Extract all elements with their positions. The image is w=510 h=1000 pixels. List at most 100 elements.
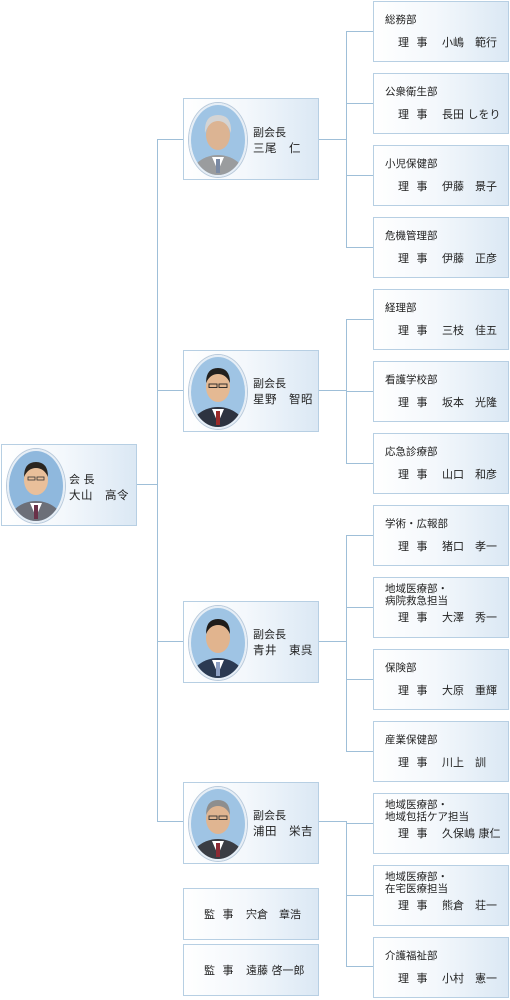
member-title: 理 事 [398, 324, 430, 337]
connector-dept [346, 247, 374, 248]
member-name: 猪口 孝一 [442, 540, 497, 553]
vice-president-box: 副会長 浦田 栄吉 [183, 782, 319, 864]
department-box: 応急診療部 理 事山口 和彦 [373, 433, 509, 494]
member-title: 理 事 [398, 252, 430, 265]
president-box: 会 長 大山 高令 [1, 444, 137, 526]
department-box: 保険部 理 事大原 重輝 [373, 649, 509, 710]
department-box: 地域医療部・在宅医療担当 理 事熊倉 荘一 [373, 865, 509, 926]
connector-group3-h [319, 641, 347, 642]
department-member: 理 事伊藤 正彦 [398, 252, 497, 266]
department-name: 公衆衛生部 [385, 86, 438, 98]
connector-group3-v [346, 535, 347, 751]
department-member: 理 事熊倉 荘一 [398, 899, 497, 913]
department-name-line2: 病院救急担当 [385, 595, 448, 607]
member-title: 理 事 [398, 899, 430, 912]
vice-president-role: 副会長 [253, 809, 286, 822]
member-title: 理 事 [398, 108, 430, 121]
department-box: 地域医療部・病院救急担当 理 事大澤 秀一 [373, 577, 509, 638]
department-name-line1: 地域医療部・ [385, 583, 448, 595]
department-name: 地域医療部・地域包括ケア担当 [385, 799, 469, 823]
connector-dept [346, 391, 374, 392]
vice-president-photo [189, 606, 247, 680]
connector-dept [346, 751, 374, 752]
connector-president [137, 484, 158, 485]
vice-president-photo [189, 787, 247, 861]
department-member: 理 事三枝 佳五 [398, 324, 497, 338]
connector-dept [346, 319, 374, 320]
member-name: 伊藤 正彦 [442, 252, 497, 265]
department-member: 理 事久保嶋 康仁 [398, 827, 501, 841]
department-member: 理 事坂本 光隆 [398, 396, 497, 410]
department-name: 経理部 [385, 302, 417, 314]
member-name: 大澤 秀一 [442, 611, 497, 624]
department-name-line1: 地域医療部・ [385, 871, 448, 883]
department-member: 理 事伊藤 景子 [398, 180, 497, 194]
connector-vp3 [157, 641, 183, 642]
member-name: 大原 重輝 [442, 684, 497, 697]
vice-president-photo [189, 103, 247, 177]
president-name: 大山 高令 [69, 488, 129, 502]
department-name: 地域医療部・病院救急担当 [385, 583, 448, 607]
department-box: 総務部 理 事小嶋 範行 [373, 1, 509, 62]
connector-dept [346, 103, 374, 104]
department-box: 介護福祉部 理 事小村 憲一 [373, 937, 509, 998]
department-box: 公衆衛生部 理 事長田 しをり [373, 73, 509, 134]
vice-president-box: 副会長 青井 東呉 [183, 601, 319, 683]
connector-dept [346, 175, 374, 176]
department-name: 産業保健部 [385, 734, 438, 746]
department-name-line2: 在宅医療担当 [385, 883, 448, 895]
president-role: 会 長 [69, 473, 95, 486]
connector-dept [346, 31, 374, 32]
connector-dept [346, 966, 374, 967]
department-member: 理 事小嶋 範行 [398, 36, 497, 50]
department-name: 保険部 [385, 662, 417, 674]
department-box: 経理部 理 事三枝 佳五 [373, 289, 509, 350]
department-member: 理 事川上 訓 [398, 756, 486, 770]
auditor-title: 監 事 [204, 908, 236, 921]
department-member: 理 事大澤 秀一 [398, 611, 497, 625]
connector-vp4 [157, 821, 183, 822]
vice-president-name: 星野 智昭 [253, 392, 313, 406]
department-name-line2: 地域包括ケア担当 [385, 811, 469, 823]
connector-group1-v [346, 31, 347, 247]
vice-president-photo [189, 355, 247, 429]
member-title: 理 事 [398, 180, 430, 193]
member-name: 小嶋 範行 [442, 36, 497, 49]
member-title: 理 事 [398, 756, 430, 769]
member-name: 坂本 光隆 [442, 396, 497, 409]
department-member: 理 事小村 憲一 [398, 972, 497, 986]
connector-group4-h [319, 821, 347, 822]
vice-president-name: 浦田 栄吉 [253, 824, 313, 838]
connector-vp2 [157, 390, 183, 391]
department-box: 地域医療部・地域包括ケア担当 理 事久保嶋 康仁 [373, 793, 509, 854]
department-box: 小児保健部 理 事伊藤 景子 [373, 145, 509, 206]
auditor-name: 遠藤 啓一郎 [246, 964, 305, 977]
vice-president-role: 副会長 [253, 126, 286, 139]
department-name: 介護福祉部 [385, 950, 438, 962]
department-name: 小児保健部 [385, 158, 438, 170]
member-name: 熊倉 荘一 [442, 899, 497, 912]
member-name: 小村 憲一 [442, 972, 497, 985]
auditor-entry: 監 事宍倉 章浩 [204, 908, 301, 922]
department-box: 看護学校部 理 事坂本 光隆 [373, 361, 509, 422]
member-title: 理 事 [398, 468, 430, 481]
vice-president-box: 副会長 星野 智昭 [183, 350, 319, 432]
department-name: 危機管理部 [385, 230, 438, 242]
auditor-entry: 監 事遠藤 啓一郎 [204, 964, 305, 978]
department-name: 総務部 [385, 14, 417, 26]
connector-dept [346, 607, 374, 608]
connector-dept [346, 463, 374, 464]
member-title: 理 事 [398, 684, 430, 697]
department-member: 理 事長田 しをり [398, 108, 501, 122]
vice-president-box: 副会長 三尾 仁 [183, 98, 319, 180]
president-photo [7, 449, 65, 523]
member-name: 長田 しをり [442, 108, 501, 121]
member-name: 伊藤 景子 [442, 180, 497, 193]
member-title: 理 事 [398, 396, 430, 409]
member-name: 川上 訓 [442, 756, 486, 769]
vice-president-role: 副会長 [253, 628, 286, 641]
department-name-line1: 地域医療部・ [385, 799, 448, 811]
auditor-title: 監 事 [204, 964, 236, 977]
connector-group4-v [346, 821, 347, 966]
connector-dept [346, 535, 374, 536]
